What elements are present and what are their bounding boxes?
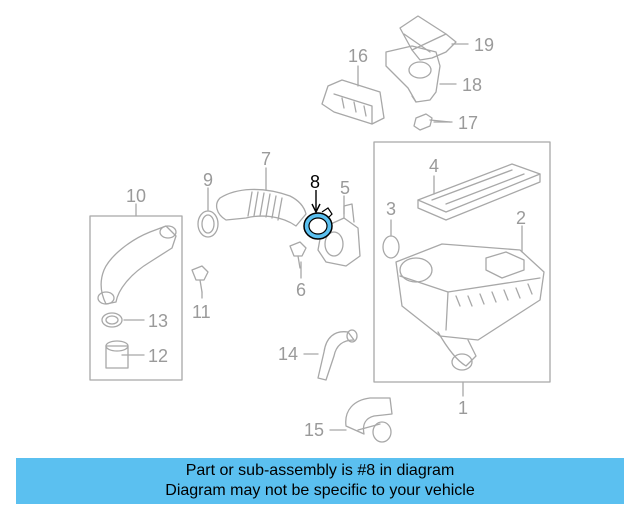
group-1-frame (373, 141, 551, 383)
callout-19: 19 (474, 35, 494, 55)
callout-1: 1 (458, 398, 468, 418)
callout-11: 11 (192, 302, 211, 322)
part-9-clamp (197, 210, 219, 238)
part-14-hose (317, 329, 358, 381)
callout-4: 4 (429, 156, 439, 176)
callout-10: 10 (126, 186, 146, 206)
callout-16: 16 (348, 46, 368, 66)
part-3-ring (382, 235, 400, 259)
part-18-resonator (385, 45, 441, 103)
callout-2: 2 (516, 208, 526, 228)
part-7-hose (215, 188, 307, 227)
part-13-clamp (101, 312, 123, 328)
callout-6: 6 (296, 280, 306, 300)
callout-7: 7 (261, 149, 271, 169)
part-1-housing (395, 243, 545, 371)
part-10-tube (97, 225, 177, 305)
parts-diagram: 1 2 3 4 5 6 7 8 9 10 11 12 13 14 15 16 1… (89, 15, 551, 443)
part-6-screw (289, 241, 307, 269)
callout-18: 18 (462, 75, 482, 95)
part-16-bracket (321, 79, 385, 125)
part-2-cover (485, 251, 525, 279)
callout-13: 13 (148, 311, 168, 331)
banner-line-1: Part or sub-assembly is #8 in diagram (185, 462, 455, 479)
part-4-filter (417, 163, 541, 221)
banner-line-2: Diagram may not be specific to your vehi… (165, 482, 475, 499)
leader-lines (121, 43, 523, 431)
info-banner: Part or sub-assembly is #8 in diagram Di… (16, 458, 624, 504)
callout-17: 17 (458, 113, 478, 133)
callout-3: 3 (386, 199, 396, 219)
callout-9: 9 (203, 170, 213, 190)
callout-12: 12 (148, 346, 168, 366)
part-11-bolt (191, 265, 209, 293)
callout-15: 15 (304, 420, 324, 440)
callout-14: 14 (278, 344, 298, 364)
part-12-coupling (105, 340, 129, 369)
callout-8: 8 (310, 172, 320, 192)
part-8-highlighted-clamp[interactable] (303, 190, 333, 240)
part-19-duct (399, 15, 457, 61)
part-15-elbow (345, 397, 393, 443)
callout-5: 5 (340, 178, 350, 198)
